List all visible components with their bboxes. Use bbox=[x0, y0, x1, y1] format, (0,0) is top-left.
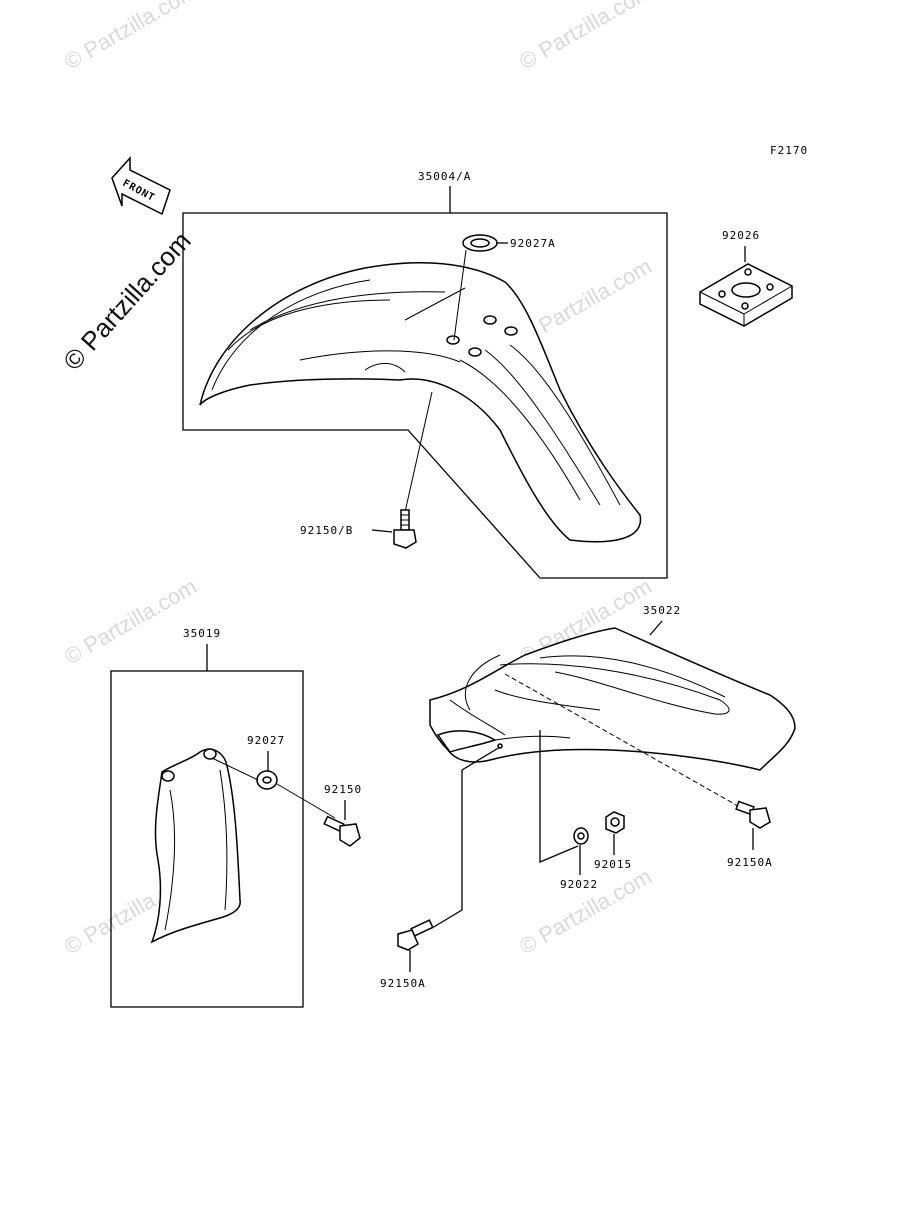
rear-nut bbox=[605, 811, 625, 834]
diagram-code: F2170 bbox=[770, 144, 808, 157]
front-fender-frame bbox=[182, 212, 668, 579]
label-flap-bolt: 92150 bbox=[324, 783, 362, 796]
rear-pad bbox=[699, 263, 793, 327]
watermark-main: © Partzilla.com bbox=[57, 226, 197, 376]
rear-bolt-right bbox=[735, 800, 771, 829]
rear-bolt-left bbox=[397, 919, 434, 951]
front-fender bbox=[199, 262, 642, 543]
label-rear-washer: 92022 bbox=[560, 878, 598, 891]
flap-bolt bbox=[323, 815, 361, 847]
rear-washer bbox=[573, 827, 589, 845]
mud-flap bbox=[150, 748, 241, 944]
label-flap-washer: 92027 bbox=[247, 734, 285, 747]
label-mud-flap: 35019 bbox=[183, 627, 221, 640]
front-grommet bbox=[453, 234, 498, 341]
watermark-text: © Partzilla.com bbox=[515, 0, 656, 74]
label-rear-bolt-right: 92150A bbox=[727, 856, 773, 869]
rear-fender bbox=[429, 627, 796, 771]
front-arrow-icon: FRONT bbox=[111, 156, 171, 216]
mud-flap-frame bbox=[110, 670, 304, 1008]
label-front-fender: 35004/A bbox=[418, 170, 471, 183]
label-rear-bolt-left: 92150A bbox=[380, 977, 426, 990]
label-rear-nut: 92015 bbox=[594, 858, 632, 871]
label-rear-pad: 92026 bbox=[722, 229, 760, 242]
watermark-text: © Partzilla.com bbox=[60, 574, 201, 670]
front-bolt bbox=[393, 509, 417, 549]
watermark-text: © Partzilla.com bbox=[60, 0, 201, 74]
label-rear-fender: 35022 bbox=[643, 604, 681, 617]
label-front-grommet: 92027A bbox=[510, 237, 556, 250]
flap-washer bbox=[256, 770, 278, 790]
label-front-bolt: 92150/B bbox=[300, 524, 353, 537]
